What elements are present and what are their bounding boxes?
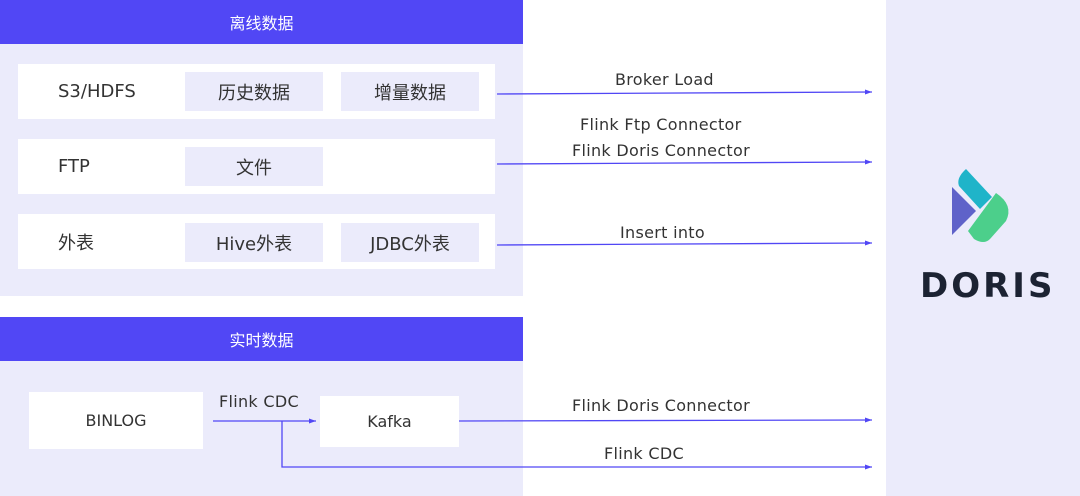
realtime-title: 实时数据: [229, 331, 294, 350]
row-label-s3-hdfs: S3/HDFS: [58, 81, 136, 102]
arrow-broker-load: [496, 89, 873, 95]
binlog-box: BINLOG: [29, 392, 203, 449]
kafka-box: Kafka: [320, 396, 459, 447]
cell-history-data: 历史数据: [185, 72, 323, 111]
arrow-flink-doris-connector-2: [458, 417, 873, 423]
cell-jdbc-external: JDBC外表: [341, 223, 479, 262]
realtime-header: 实时数据: [0, 317, 523, 361]
label-insert-into: Insert into: [620, 223, 705, 242]
cell-hive-external: Hive外表: [185, 223, 323, 262]
label-broker-load: Broker Load: [615, 70, 714, 89]
label-flink-cdc: Flink CDC: [604, 444, 684, 463]
label-flink-cdc-link: Flink CDC: [219, 392, 299, 411]
label-flink-doris-connector-2: Flink Doris Connector: [572, 396, 750, 415]
doris-panel: [886, 0, 1080, 496]
doris-logo-icon: [952, 169, 1009, 242]
row-label-external-table: 外表: [58, 232, 94, 254]
row-label-ftp: FTP: [58, 156, 90, 177]
arrow-insert-into: [496, 240, 873, 246]
offline-header: 离线数据: [0, 0, 523, 44]
cell-file: 文件: [185, 147, 323, 186]
label-flink-ftp-connector: Flink Ftp Connector: [580, 115, 742, 134]
doris-logo-text: DORIS: [920, 266, 1056, 306]
arrow-flink-doris-connector-1: [496, 159, 873, 165]
offline-title: 离线数据: [229, 14, 294, 33]
arrow-flink-cdc: [281, 421, 872, 470]
cell-incremental-data: 增量数据: [341, 72, 479, 111]
label-flink-doris-connector-1: Flink Doris Connector: [572, 141, 750, 160]
